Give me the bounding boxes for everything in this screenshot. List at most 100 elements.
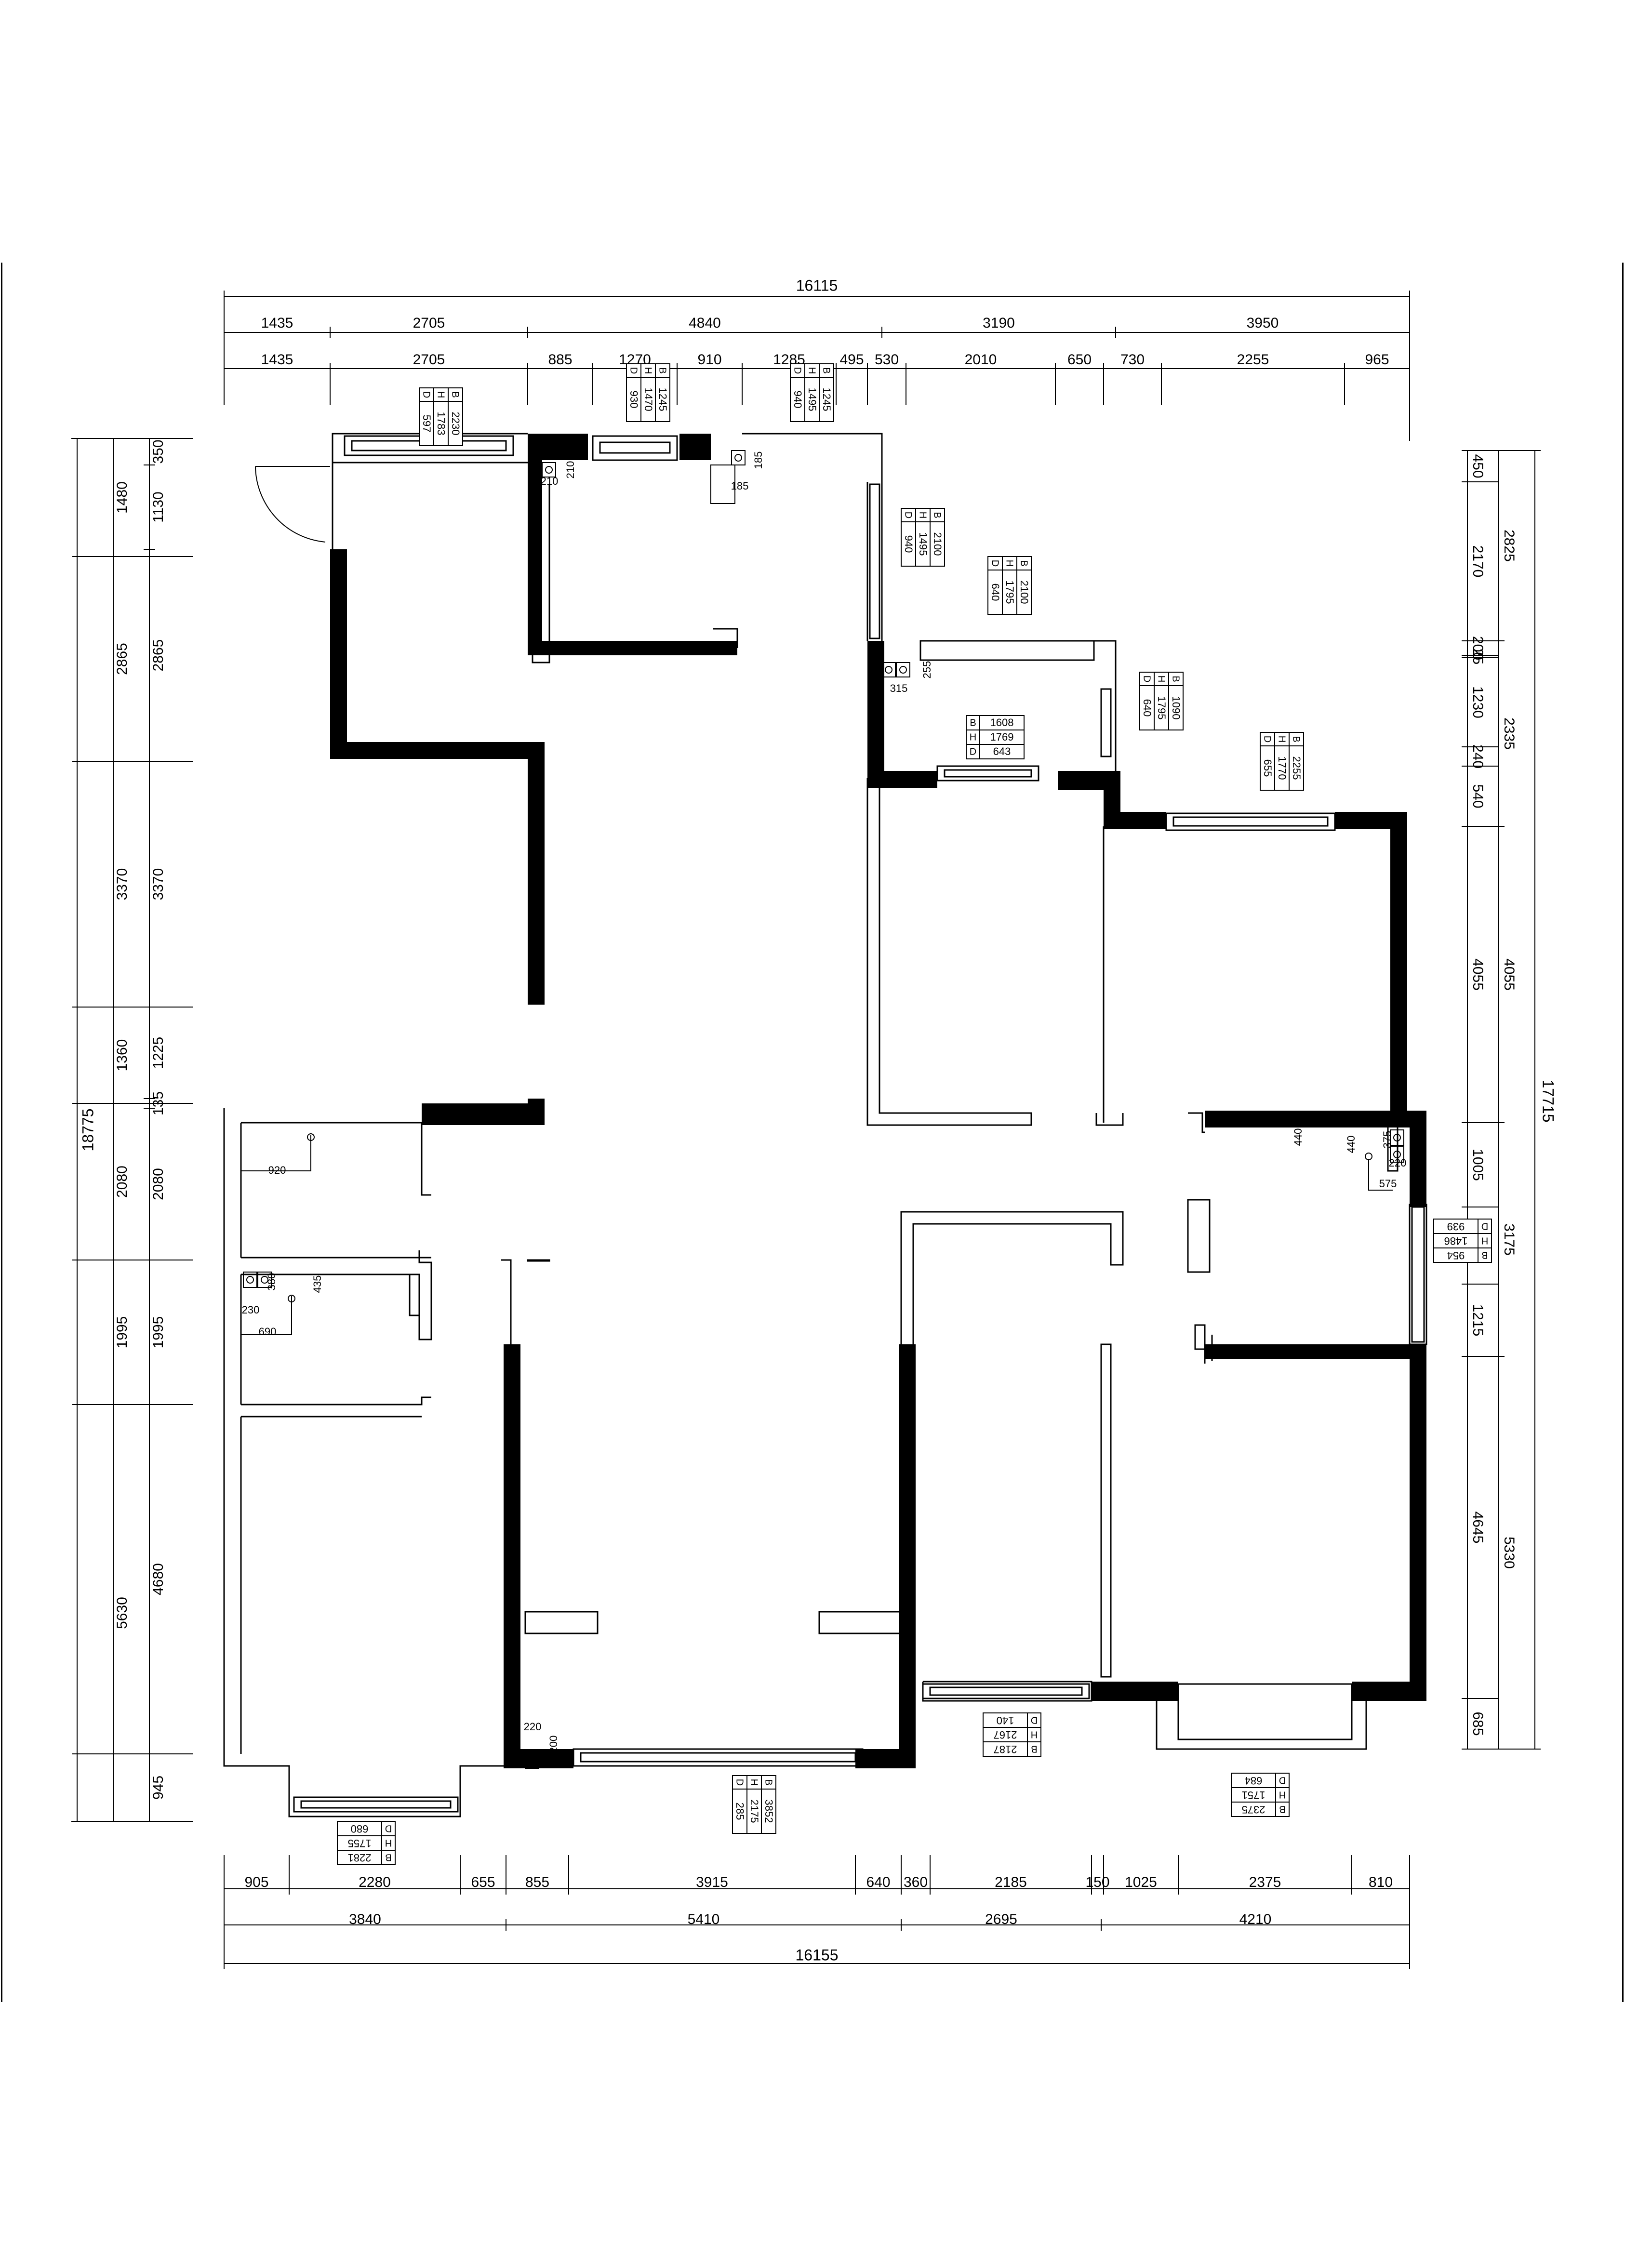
bottom-dimension: 2695: [985, 1911, 1017, 1927]
tag-key: D: [734, 1779, 745, 1786]
top-detail-dimension: 885: [548, 352, 572, 368]
fixture-offset-note: 220: [524, 1721, 542, 1733]
tag-value: 2167: [994, 1729, 1017, 1741]
tag-value: 2375: [1242, 1804, 1265, 1816]
tag-value: 1795: [1156, 696, 1168, 720]
tag-value: 140: [997, 1714, 1014, 1726]
fixture-offset-note: 690: [259, 1326, 277, 1338]
bottom-detail-dimension: 2280: [359, 1874, 391, 1890]
tag-value: 655: [1262, 759, 1274, 777]
fixture-offset-note: 255: [921, 661, 933, 679]
tag-key: H: [1277, 736, 1287, 743]
top-dimension: 3190: [983, 315, 1015, 331]
fixture-offset-note: 575: [1379, 1178, 1397, 1190]
tag-value: 684: [1245, 1775, 1263, 1787]
fixture-offset-note: 185: [731, 480, 749, 492]
tag-value: 1783: [435, 412, 447, 436]
left-detail-dimension: 1225: [150, 1037, 166, 1069]
door-swing: [255, 466, 330, 543]
tag-value: 2175: [748, 1800, 760, 1823]
tag-frame: [983, 1712, 1041, 1757]
tag-value: 1245: [657, 388, 669, 411]
top-detail-dimension: 530: [875, 352, 899, 368]
top-dimension: 3950: [1247, 315, 1279, 331]
tag-frame: [790, 363, 834, 422]
left-dimension: 5630: [114, 1597, 130, 1629]
tag-key: D: [421, 391, 432, 398]
right-detail-dimension: 200: [1470, 636, 1486, 660]
tag-key: H: [1004, 560, 1015, 567]
left-detail-dimension: 945: [150, 1776, 166, 1800]
tag-key: B: [385, 1852, 391, 1863]
tag-frame: [1231, 1773, 1290, 1817]
tag-value: 640: [989, 584, 1001, 601]
left-dimension: 1995: [114, 1316, 130, 1349]
top-total-dimension: 16115: [796, 277, 838, 294]
right-detail-dimension: 4645: [1470, 1512, 1486, 1544]
fixture-offset-note: 440: [1345, 1136, 1357, 1154]
tag-key: D: [1279, 1775, 1286, 1786]
fixture-offset-note: 210: [541, 475, 559, 487]
left-total-dimension: 18775: [79, 1109, 96, 1152]
right-dimension: 5330: [1501, 1537, 1517, 1569]
windows: [293, 435, 1425, 1813]
tag-value: 640: [1141, 699, 1153, 717]
tag-key: H: [1031, 1729, 1038, 1740]
tag-key: H: [749, 1779, 759, 1786]
tag-key: B: [932, 512, 943, 518]
tag-key: H: [1481, 1235, 1488, 1246]
bottom-detail-dimension: 655: [471, 1874, 495, 1890]
tag-key: H: [643, 367, 653, 374]
tag-value: 2230: [450, 412, 462, 436]
tag-frame: [1433, 1219, 1492, 1263]
fixture-offset-note: 440: [1292, 1128, 1304, 1146]
load-bearing-walls: [330, 434, 1426, 1768]
tag-frame: [337, 1821, 396, 1865]
tag-value: 2187: [994, 1743, 1017, 1755]
top-detail-dimension: 730: [1120, 352, 1145, 368]
top-dimension: 2705: [413, 315, 445, 331]
tag-key: D: [385, 1823, 392, 1834]
left-detail-dimension: 4680: [150, 1563, 166, 1595]
tag-value: 1755: [348, 1837, 372, 1849]
tag-value: 1769: [990, 731, 1014, 743]
tag-value: 1770: [1276, 756, 1288, 780]
fixture-offset-note: 435: [311, 1275, 323, 1293]
right-dimension: 2335: [1501, 717, 1517, 750]
right-detail-dimension: 1230: [1470, 686, 1486, 718]
tag-key: B: [1481, 1250, 1488, 1260]
tag-key: B: [970, 717, 976, 728]
tag-key: D: [970, 746, 976, 757]
top-detail-dimension: 1435: [261, 352, 293, 368]
dimension-ticks: [71, 291, 1541, 1969]
fixture-offset-note: 210: [564, 461, 576, 479]
tag-key: B: [450, 391, 461, 398]
right-detail-dimension: 1005: [1470, 1149, 1486, 1181]
tag-key: B: [1031, 1744, 1037, 1754]
tag-value: 1090: [1170, 696, 1182, 720]
bottom-detail-dimension: 810: [1369, 1874, 1393, 1890]
left-detail-dimension: 350: [150, 439, 166, 464]
tag-key: B: [1291, 736, 1302, 742]
right-detail-dimension: 240: [1470, 744, 1486, 769]
tag-value: 1495: [806, 388, 818, 411]
top-dimension: 1435: [261, 315, 293, 331]
tag-value: 930: [628, 391, 640, 409]
right-detail-dimension: 1215: [1470, 1304, 1486, 1337]
bottom-detail-dimension: 3915: [696, 1874, 728, 1890]
tag-key: D: [628, 367, 639, 374]
right-dimension: 3175: [1501, 1223, 1517, 1256]
bottom-dimension: 5410: [688, 1911, 720, 1927]
bottom-detail-dimension: 2375: [1249, 1874, 1281, 1890]
right-detail-dimension: 2170: [1470, 545, 1486, 578]
sheet-edge-left: [1, 263, 2, 2002]
fixture-offset-note: 920: [268, 1164, 286, 1176]
left-dimension: 2080: [114, 1166, 130, 1198]
tag-key: H: [1279, 1790, 1286, 1800]
tag-key: D: [1481, 1221, 1488, 1232]
